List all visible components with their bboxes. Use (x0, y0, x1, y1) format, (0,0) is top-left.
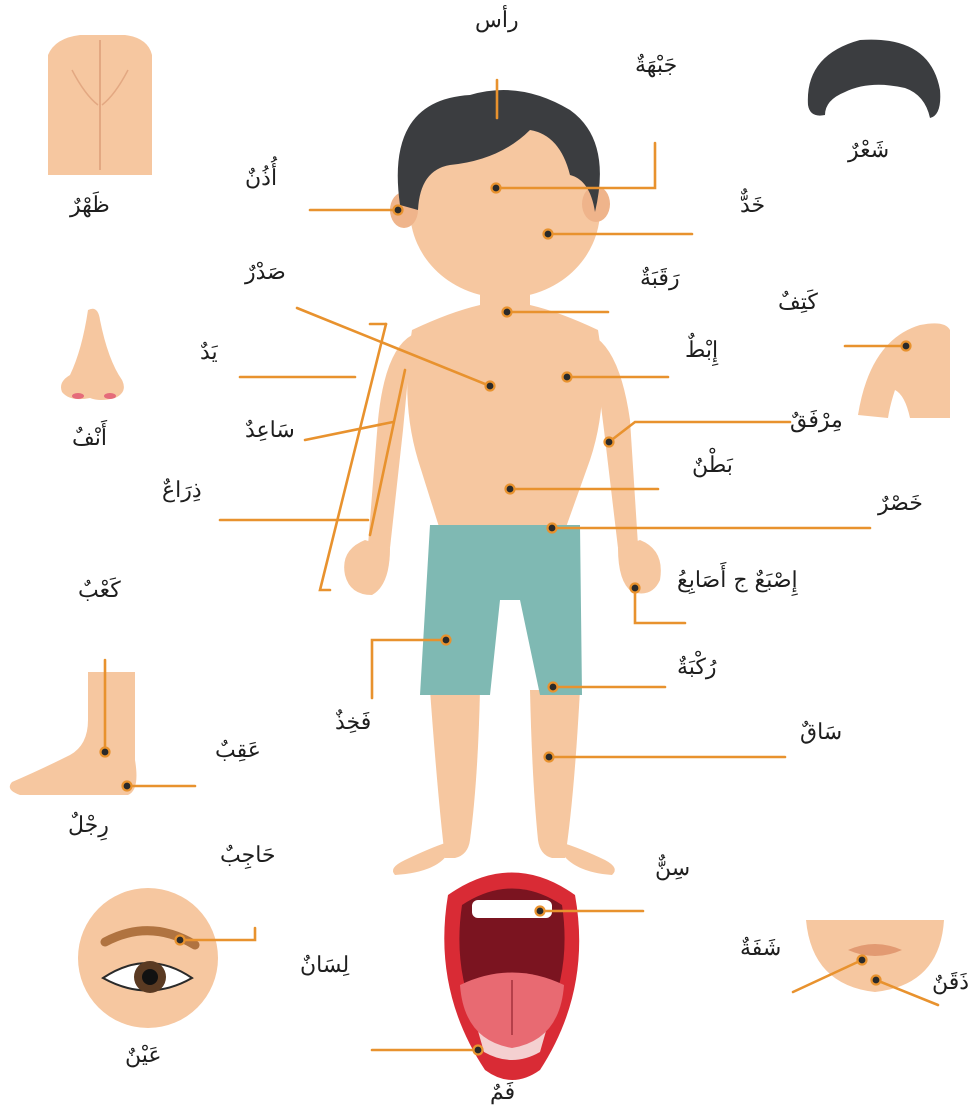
label-shoulder: كَتِفٌ (778, 292, 818, 314)
label-tongue: لِسَانٌ (300, 955, 349, 977)
label-waist: خَصْرٌ (878, 493, 923, 515)
label-thigh: فَخِذٌ (335, 712, 371, 734)
label-back: ظَهْرٌ (70, 195, 110, 217)
label-eye: عَيْنٌ (125, 1045, 162, 1067)
back-illustration (48, 35, 152, 175)
label-forearm: ذِرَاعٌ (162, 480, 202, 502)
label-hand: يَدٌ (200, 342, 218, 364)
label-ankle: كَعْبٌ (78, 580, 121, 602)
label-tooth: سِنٌّ (655, 858, 690, 880)
label-neck: رَقَبَةٌ (640, 268, 680, 290)
label-chin: ذَقَنٌ (932, 972, 969, 994)
label-head: رأس (475, 10, 519, 32)
label-chest: صَدْرٌ (245, 262, 286, 284)
label-knee: رُكْبَةٌ (677, 657, 717, 679)
foot-illustration (10, 672, 137, 795)
shoulder-illustration (858, 323, 950, 418)
hair-illustration (808, 40, 940, 118)
label-armpit: إِبْطٌ (685, 340, 718, 362)
label-heel: عَقِبٌ (215, 740, 261, 762)
label-elbow: مِرْفَقٌ (790, 410, 843, 432)
label-mouth: فَمٌ (490, 1082, 515, 1104)
label-foot: رِجْلٌ (68, 815, 109, 837)
label-nose: أَنْفٌ (72, 428, 107, 450)
label-forehead: جَبْهَةٌ (635, 55, 677, 77)
eye-illustration (78, 888, 218, 1028)
nose-illustration (61, 309, 124, 400)
label-cheek: خَدٌّ (740, 195, 765, 217)
label-eyebrow: حَاجِبٌ (220, 845, 276, 867)
label-belly: بَطْنٌ (692, 455, 733, 477)
label-hair: شَعْرٌ (848, 140, 889, 162)
label-lip: شَفَةٌ (740, 938, 781, 960)
label-ear: أُذُنٌ (245, 168, 277, 190)
label-shin: سَاقٌ (800, 722, 842, 744)
label-upper-arm: سَاعِدٌ (245, 420, 295, 442)
label-fingers: إِصْبَعٌ ج أَصَابِعُ (677, 570, 798, 592)
